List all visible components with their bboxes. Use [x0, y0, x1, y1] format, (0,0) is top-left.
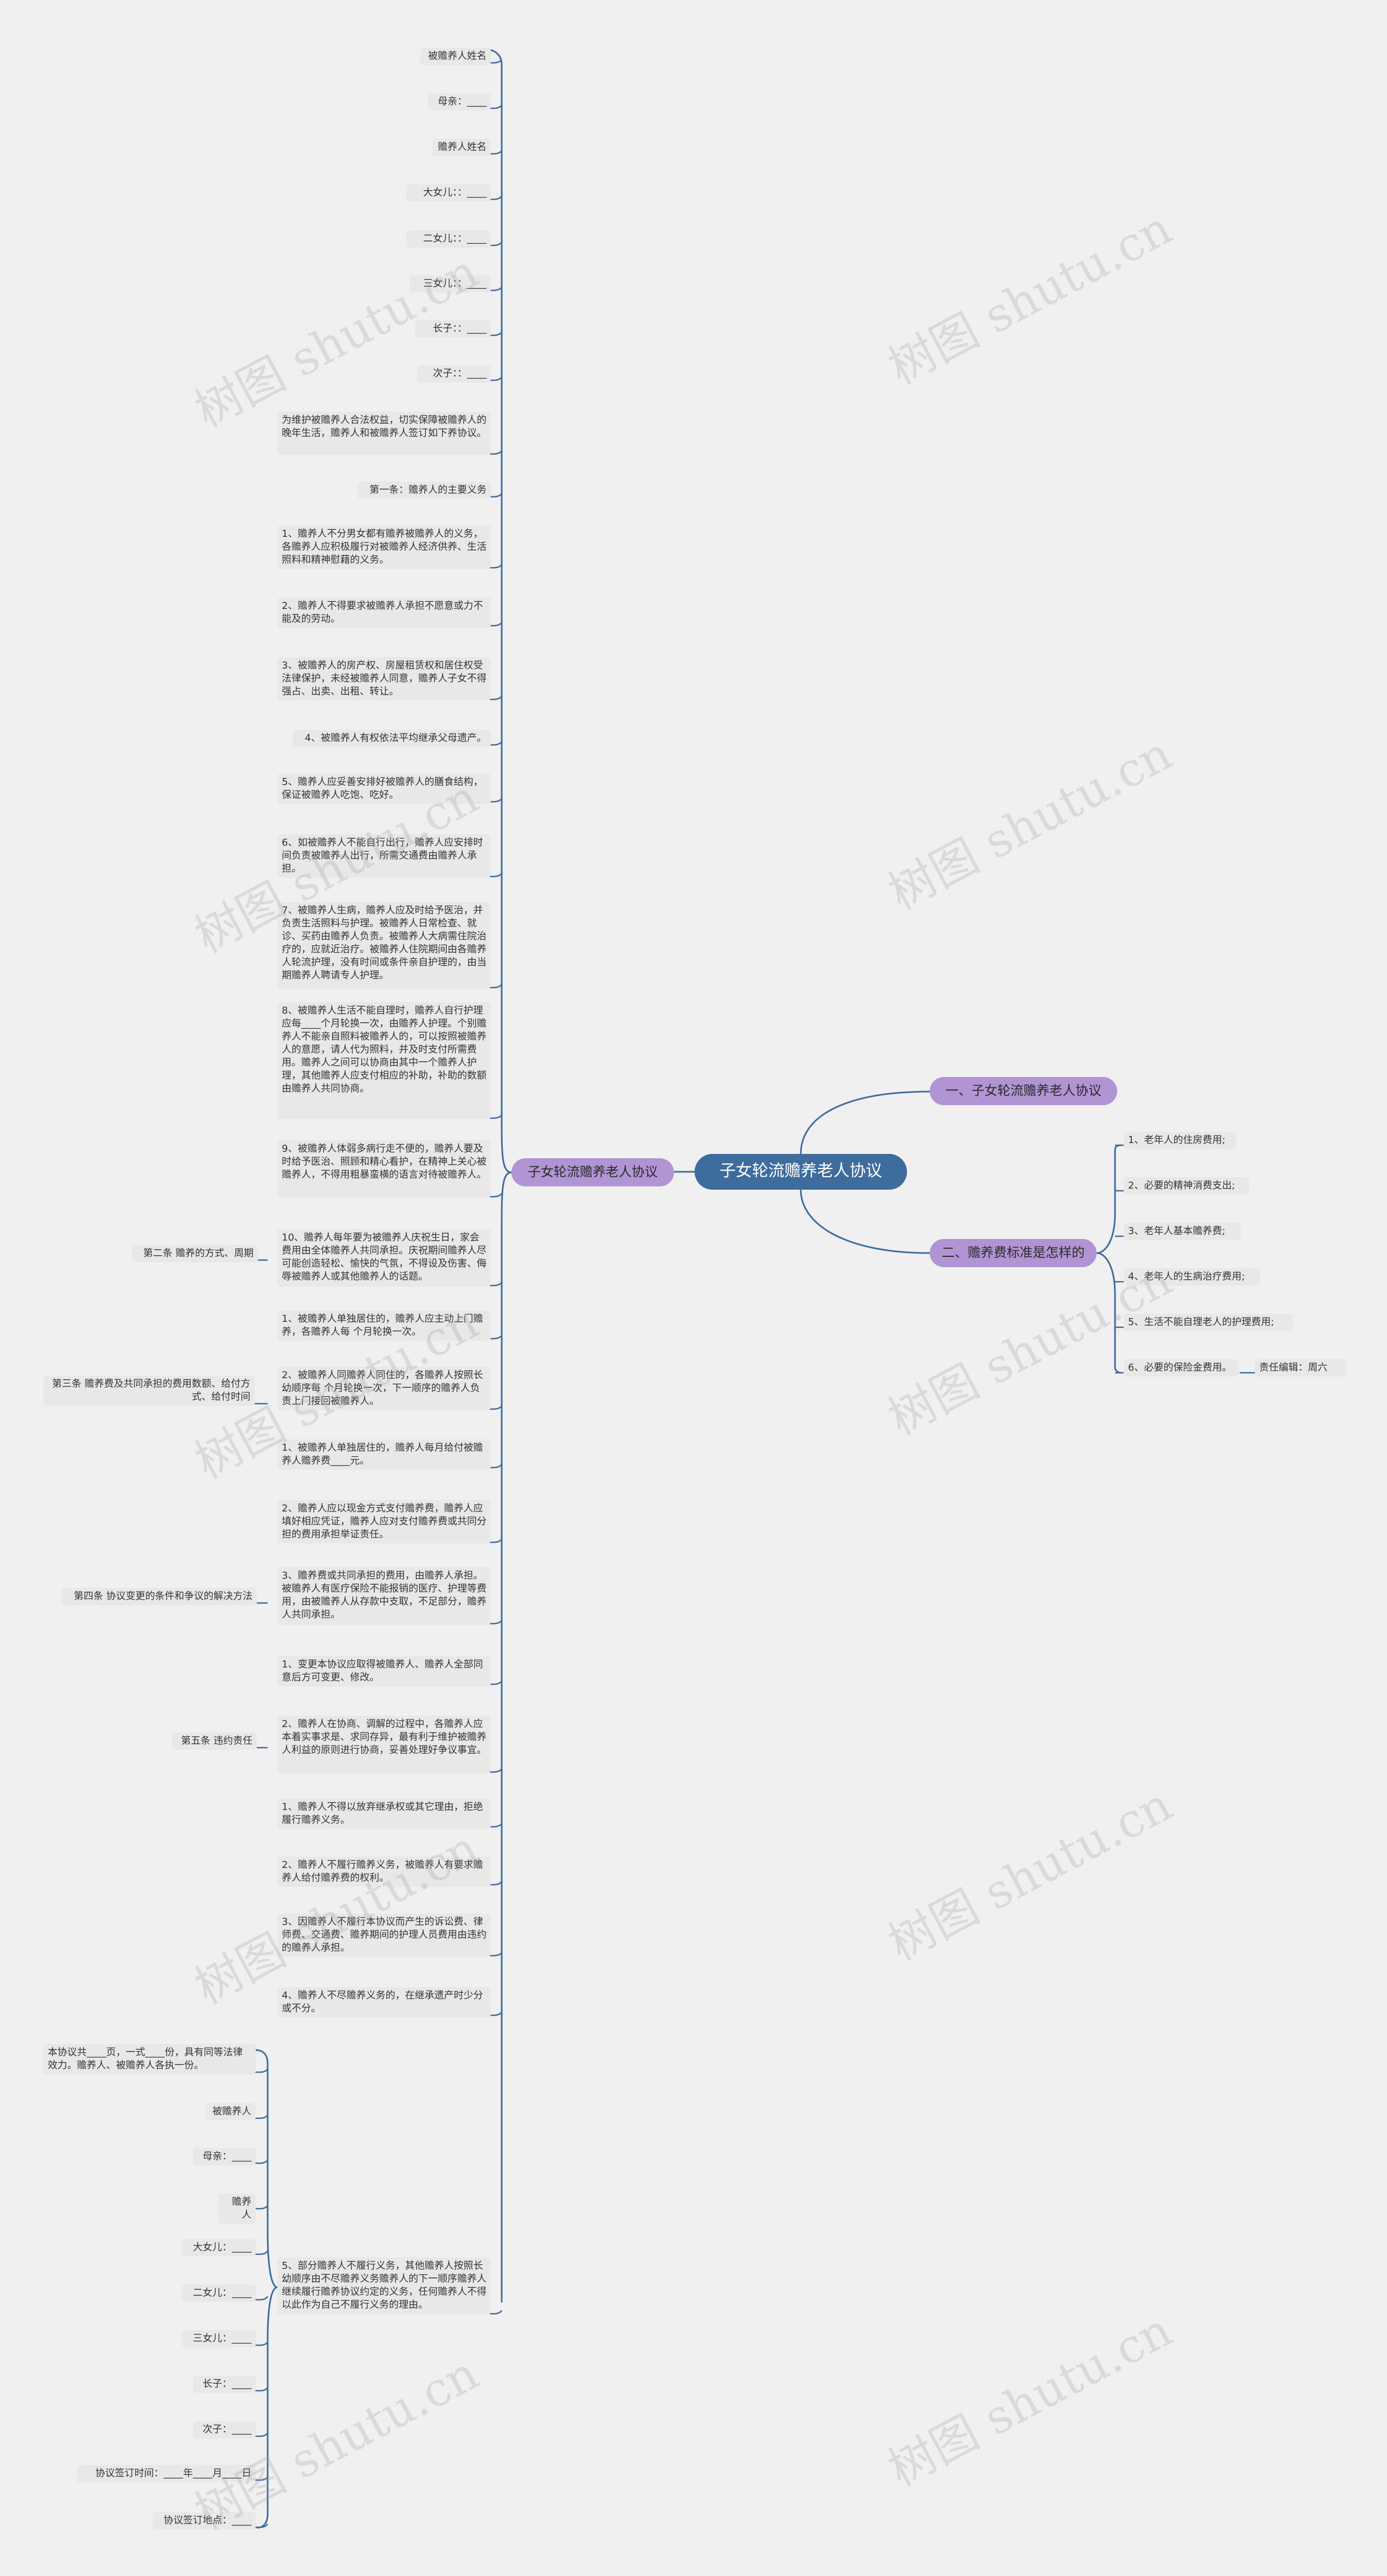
- left-item[interactable]: 1、变更本协议应取得被赡养人、赡养人全部同意后方可变更、修改。: [277, 1656, 491, 1686]
- left-item[interactable]: 4、赡养人不尽赡养义务的，在继承遗产时少分或不分。: [277, 1987, 491, 2017]
- left-item[interactable]: 1、赡养人不分男女都有赡养被赡养人的义务，各赡养人应积极履行对被赡养人经济供养、…: [277, 525, 491, 569]
- left-item[interactable]: 2、被赡养人同赡养人同住的，各赡养人按照长幼顺序每 个月轮换一次，下一顺序的赡养…: [277, 1367, 491, 1410]
- left-item[interactable]: 10、赡养人每年要为被赡养人庆祝生日，家会费用由全体赡养人共同承担。庆祝期间赡养…: [277, 1229, 491, 1287]
- left-item[interactable]: 2、赡养人不履行赡养义务，被赡养人有要求赡养人给付赡养费的权利。: [277, 1857, 491, 1887]
- left-item[interactable]: 2、赡养人应以现金方式支付赡养费，赡养人应填好相应凭证，赡养人应对支付赡养费或共…: [277, 1500, 491, 1543]
- left-item[interactable]: 次子：：____: [417, 365, 491, 382]
- left-item[interactable]: 7、被赡养人生病，赡养人应及时给予医治，并负责生活照料与护理。被赡养人日常检查、…: [277, 902, 491, 989]
- left-item[interactable]: 4、被赡养人有权依法平均继承父母遗产。: [293, 730, 491, 747]
- left-item[interactable]: 5、部分赡养人不履行义务，其他赡养人按照长幼顺序由不尽赡养义务赡养人的下一顺序赡…: [277, 2257, 491, 2315]
- bottom-item[interactable]: 三女儿：____: [182, 2330, 256, 2347]
- bottom-item[interactable]: 协议签订地点：____: [153, 2512, 256, 2529]
- bottom-item[interactable]: 母亲：____: [193, 2148, 256, 2165]
- bottom-item[interactable]: 本协议共____页，一式____份，具有同等法律效力。赡养人、被赡养人各执一份。: [43, 2044, 256, 2074]
- left-item[interactable]: 3、因赡养人不履行本协议而产生的诉讼费、律师费、交通费、赡养期间的护理人员费用由…: [277, 1913, 491, 1957]
- left-item[interactable]: 3、被赡养人的房产权、房屋租赁权和居住权受法律保护，未经被赡养人同意，赡养人子女…: [277, 657, 491, 700]
- branch-main-node[interactable]: 子女轮流赡养老人协议: [511, 1158, 674, 1186]
- left-item[interactable]: 赡养人姓名: [432, 139, 491, 156]
- bottom-item[interactable]: 被赡养人: [206, 2103, 256, 2120]
- bottom-item[interactable]: 二女儿：____: [182, 2285, 256, 2302]
- left-item[interactable]: 5、赡养人应妥善安排好被赡养人的膳食结构，保证被赡养人吃饱、吃好。: [277, 774, 491, 804]
- branch-right-1-node[interactable]: 一、子女轮流赡养老人协议: [930, 1077, 1117, 1105]
- left-item[interactable]: 1、赡养人不得以放弃继承权或其它理由，拒绝履行赡养义务。: [277, 1799, 491, 1829]
- right-item[interactable]: 1、老年人的住房费用;: [1124, 1132, 1236, 1149]
- left-item[interactable]: 为维护被赡养人合法权益，切实保障被赡养人的晚年生活，赡养人和被赡养人签订如下养协…: [277, 412, 491, 455]
- left-item[interactable]: 第一条：赡养人的主要义务: [358, 482, 491, 499]
- section-label[interactable]: 第三条 赡养费及共同承担的费用数额、给付方式、给付时间: [43, 1375, 255, 1406]
- bottom-item[interactable]: 协议签订时间：____年____月____日: [77, 2465, 256, 2482]
- editor-credit[interactable]: 责任编辑：周六: [1255, 1359, 1347, 1377]
- right-item[interactable]: 3、老年人基本赡养费;: [1124, 1223, 1241, 1240]
- right-item[interactable]: 6、必要的保险金费用。: [1124, 1359, 1239, 1377]
- left-item[interactable]: 8、被赡养人生活不能自理时，赡养人自行护理应每____个月轮换一次，由赡养人护理…: [277, 1002, 491, 1119]
- left-item[interactable]: 母亲：____: [428, 93, 491, 111]
- bottom-item[interactable]: 赡养人: [219, 2194, 256, 2224]
- branch-right-2-node[interactable]: 二、赡养费标准是怎样的: [930, 1239, 1097, 1267]
- left-item[interactable]: 6、如被赡养人不能自行出行，赡养人应安排时间负责被赡养人出行，所需交通费由赡养人…: [277, 834, 491, 878]
- right-item[interactable]: 5、生活不能自理老人的护理费用;: [1124, 1314, 1293, 1331]
- left-item[interactable]: 1、被赡养人单独居住的，赡养人每月给付被赡养人赡养费____元。: [277, 1439, 491, 1470]
- bottom-item[interactable]: 长子：____: [193, 2376, 256, 2393]
- bottom-item[interactable]: 大女儿：____: [182, 2239, 256, 2256]
- root-node[interactable]: 子女轮流赡养老人协议: [695, 1154, 907, 1190]
- right-item[interactable]: 2、必要的精神消费支出;: [1124, 1177, 1249, 1195]
- section-label[interactable]: 第四条 协议变更的条件和争议的解决方法: [62, 1588, 257, 1605]
- left-item[interactable]: 9、被赡养人体弱多病行走不便的，赡养人要及时给予医治、照顾和精心看护，在精神上关…: [277, 1140, 491, 1198]
- section-label[interactable]: 第五条 违约责任: [172, 1733, 257, 1750]
- left-item[interactable]: 二女儿：：____: [406, 230, 491, 248]
- left-item[interactable]: 2、赡养人在协商、调解的过程中，各赡养人应本着实事求是、求同存异，最有利于维护被…: [277, 1716, 491, 1773]
- left-item[interactable]: 被赡养人姓名: [420, 48, 491, 65]
- left-item[interactable]: 2、赡养人不得要求被赡养人承担不愿意或力不能及的劳动。: [277, 598, 491, 628]
- left-item[interactable]: 3、赡养费或共同承担的费用，由赡养人承担。被赡养人有医疗保险不能报销的医疗、护理…: [277, 1567, 491, 1625]
- left-item[interactable]: 大女儿：：____: [406, 184, 491, 202]
- left-item[interactable]: 长子：：____: [415, 320, 491, 338]
- section-label[interactable]: 第二条 赡养的方式、周期: [132, 1245, 258, 1262]
- bottom-item[interactable]: 次子：____: [193, 2421, 256, 2438]
- right-item[interactable]: 4、老年人的生病治疗费用;: [1124, 1268, 1260, 1286]
- left-item[interactable]: 1、被赡养人单独居住的，赡养人应主动上门赡养，各赡养人每 个月轮换一次。: [277, 1310, 491, 1341]
- left-item[interactable]: 三女儿：：____: [410, 275, 491, 293]
